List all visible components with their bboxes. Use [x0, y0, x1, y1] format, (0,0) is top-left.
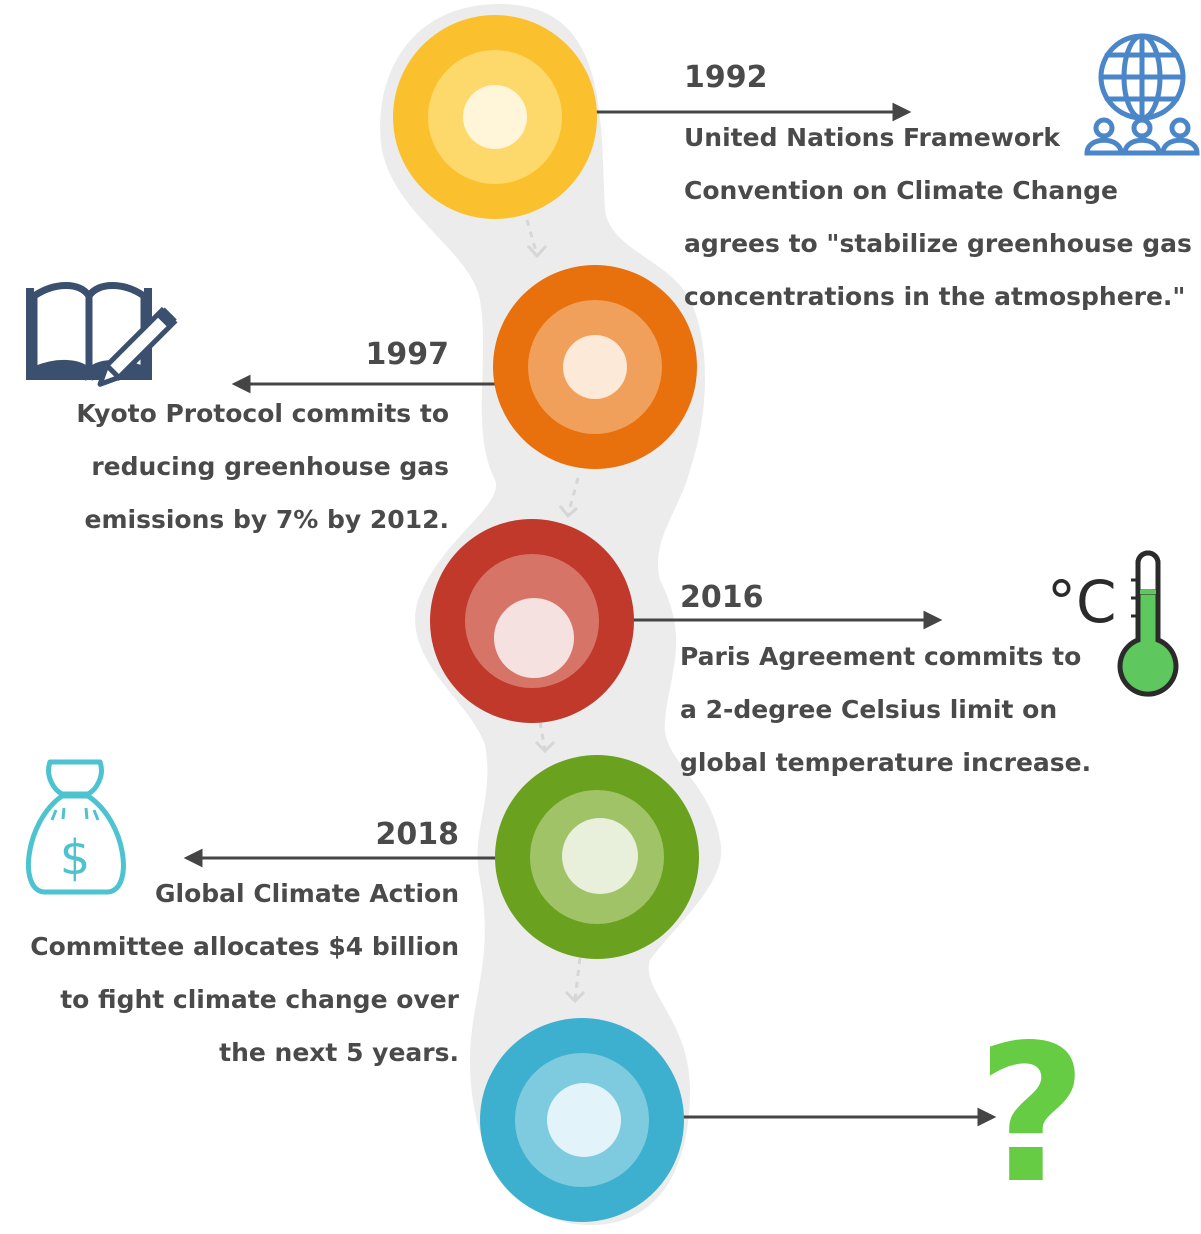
milestone-circles: [393, 15, 699, 1222]
event-2018-line-1: Global Climate Action: [155, 879, 459, 908]
event-1992-line-3: agrees to "stabilize greenhouse gas: [684, 229, 1192, 258]
milestone-1-inner-ring: [463, 85, 527, 149]
thermometer-celsius-icon: °C: [1047, 550, 1179, 697]
dashed-connector-head-2: [558, 505, 578, 519]
dollar-label: $: [60, 830, 91, 886]
globe-people-icon: [1084, 33, 1200, 156]
arrows: [183, 102, 997, 1127]
event-2018-year: 2018: [375, 817, 460, 852]
arrow-future-head: [977, 1107, 997, 1127]
event-1992-year: 1992: [684, 60, 768, 95]
event-1997-line-2: reducing greenhouse gas: [91, 452, 449, 481]
event-2016-line-2: a 2-degree Celsius limit on: [680, 695, 1058, 724]
money-bag-icon: $: [25, 759, 126, 895]
event-2016-description: Paris Agreement commits to a 2-degree Ce…: [680, 630, 1091, 789]
event-1997-line-3: emissions by 7% by 2012.: [84, 505, 449, 534]
event-2018-description: Global Climate Action Committee allocate…: [30, 867, 459, 1079]
event-2018-line-3: to fight climate change over: [60, 985, 459, 1014]
arrow-1997-head: [231, 374, 251, 394]
milestone-2-inner-ring: [563, 335, 627, 399]
event-2016-line-3: global temperature increase.: [680, 748, 1092, 777]
arrow-1992-head: [892, 102, 912, 122]
milestone-3-inner-ring: [494, 598, 574, 678]
event-2018-line-4: the next 5 years.: [219, 1038, 459, 1067]
event-1992-description: United Nations Framework Convention on C…: [684, 111, 1192, 323]
event-2018-line-2: Committee allocates $4 billion: [30, 932, 459, 961]
dashed-connector-3: [538, 721, 547, 751]
dashed-connector-head-3: [534, 740, 556, 754]
event-2016-line-1: Paris Agreement commits to: [680, 642, 1082, 671]
event-1997-year: 1997: [365, 337, 450, 372]
event-1992-line-1: United Nations Framework: [684, 123, 1060, 152]
dashed-connector-head-1: [526, 244, 548, 259]
event-1992-line-4: concentrations in the atmosphere.": [684, 282, 1186, 311]
event-2016-year: 2016: [680, 580, 764, 615]
event-1997-line-1: Kyoto Protocol commits to: [76, 399, 449, 428]
arrow-2018-head: [183, 848, 203, 868]
event-1997-description: Kyoto Protocol commits to reducing green…: [76, 387, 449, 546]
milestone-5-inner-ring: [547, 1083, 621, 1157]
celsius-label: °C: [1047, 568, 1117, 636]
milestone-4-inner-ring: [562, 818, 638, 894]
event-1992-line-2: Convention on Climate Change: [684, 176, 1118, 205]
dashed-connector-heads: [526, 244, 586, 1004]
dashed-connectors: [525, 219, 582, 1001]
question-mark-icon: ?: [977, 1004, 1087, 1225]
book-pencil-icon: [26, 282, 178, 387]
arrow-2016-head: [923, 610, 943, 630]
dashed-connector-head-4: [564, 990, 586, 1004]
